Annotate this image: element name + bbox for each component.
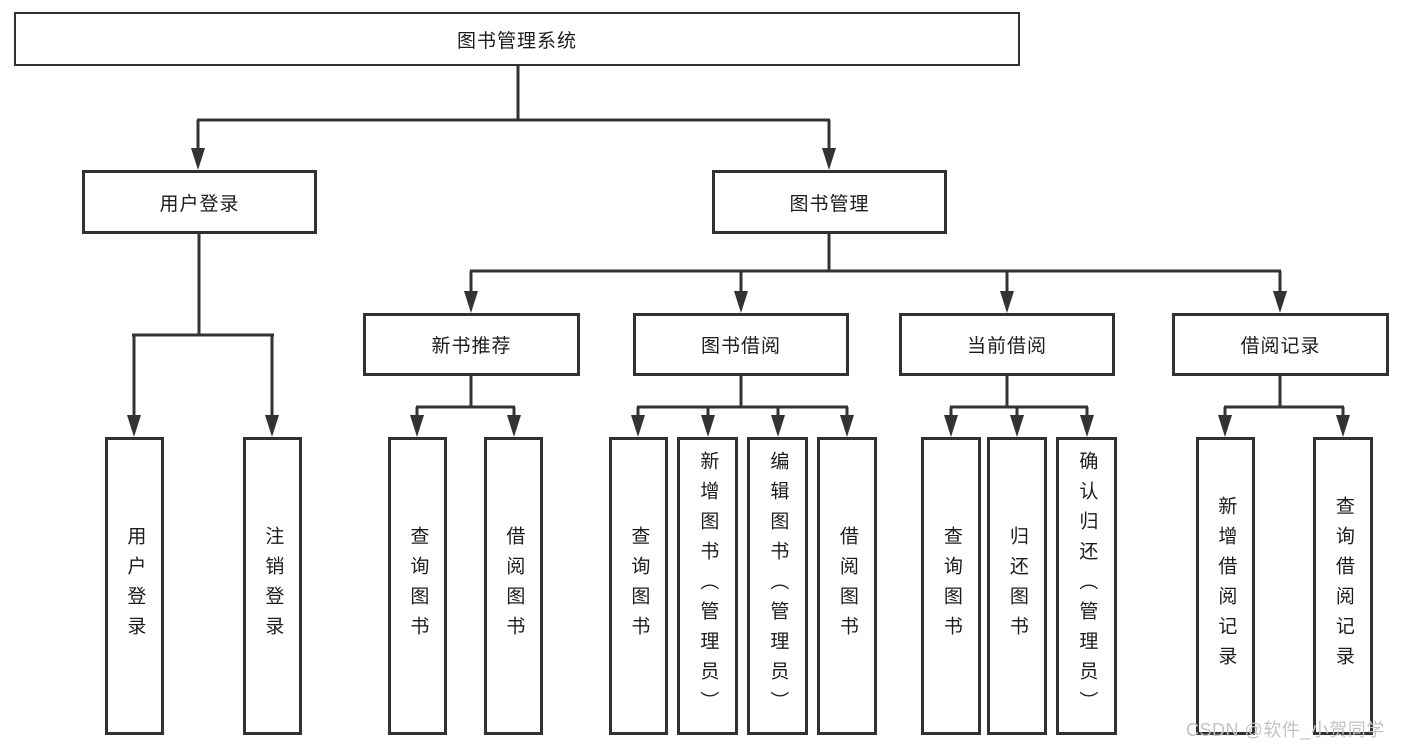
connector-book-borrow-branch xyxy=(636,376,849,419)
leaf-query-book-recommend: 查询图书 xyxy=(388,437,447,735)
connector-book-management-branch xyxy=(469,234,1282,295)
leaf-confirm-return-admin: 确认归还（管理员） xyxy=(1056,437,1117,735)
leaf-query-book-borrow: 查询图书 xyxy=(609,437,668,735)
leaf-logout: 注销登录 xyxy=(243,437,302,735)
arrowheads-book-management-branch xyxy=(464,291,1287,313)
arrowheads-book-borrow-branch xyxy=(631,415,854,437)
node-book-management: 图书管理 xyxy=(712,170,947,234)
arrowheads-root-branch xyxy=(191,148,836,170)
connector-borrow-record-branch xyxy=(1223,376,1345,419)
leaf-return-book: 归还图书 xyxy=(987,437,1047,735)
node-library-management-system: 图书管理系统 xyxy=(14,12,1020,66)
leaf-add-borrow-record: 新增借阅记录 xyxy=(1196,437,1255,735)
connector-user-login-branch xyxy=(132,234,274,419)
leaf-add-book-admin: 新增图书（管理员） xyxy=(677,437,738,735)
leaf-borrow-book-recommend: 借阅图书 xyxy=(484,437,543,735)
connector-current-borrow-branch xyxy=(949,376,1089,419)
arrowheads-current-borrow-branch xyxy=(944,415,1094,437)
leaf-edit-book-admin: 编辑图书（管理员） xyxy=(747,437,808,735)
arrowheads-new-book-branch xyxy=(410,415,521,437)
connector-new-book-branch xyxy=(415,376,516,419)
csdn-watermark: CSDN @软件_小贺同学 xyxy=(1186,720,1385,740)
leaf-borrow-book: 借阅图书 xyxy=(817,437,877,735)
node-book-borrow: 图书借阅 xyxy=(633,313,849,376)
node-borrow-record: 借阅记录 xyxy=(1172,313,1389,376)
connector-root-branch xyxy=(196,66,831,152)
leaf-user-login: 用户登录 xyxy=(105,437,164,735)
node-user-login: 用户登录 xyxy=(82,170,317,234)
leaf-query-book-current: 查询图书 xyxy=(921,437,981,735)
arrowheads-borrow-record-branch xyxy=(1218,415,1350,437)
arrowheads-user-login-branch xyxy=(127,415,279,437)
node-current-borrow: 当前借阅 xyxy=(899,313,1115,376)
leaf-query-borrow-record: 查询借阅记录 xyxy=(1313,437,1373,735)
node-new-book-recommend: 新书推荐 xyxy=(363,313,580,376)
